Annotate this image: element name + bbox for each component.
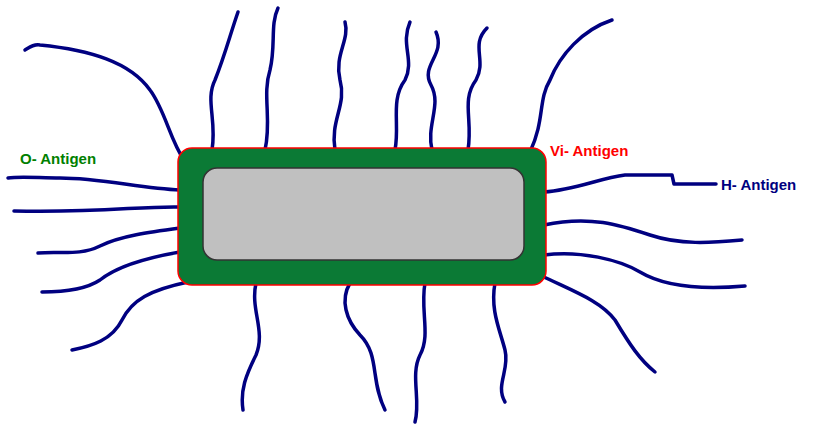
flagellum	[265, 8, 278, 150]
flagellum	[8, 177, 180, 190]
flagellum	[415, 283, 425, 422]
flagellum	[38, 228, 180, 253]
cytoplasm	[203, 168, 524, 260]
flagellum	[72, 282, 188, 350]
flagellum	[242, 283, 259, 410]
flagellum	[468, 28, 487, 150]
flagellum	[25, 45, 184, 160]
flagellum	[544, 254, 745, 288]
flagellum	[345, 283, 385, 410]
flagellum	[395, 22, 410, 150]
flagellum	[530, 20, 612, 152]
antigen-label: H- Antigen	[721, 176, 796, 194]
flagellum	[540, 275, 655, 372]
flagellum	[544, 221, 742, 243]
antigen-label: O- Antigen	[20, 150, 96, 168]
flagellum	[42, 252, 180, 292]
flagellum	[334, 22, 346, 150]
flagellum	[14, 207, 180, 211]
flagellum	[544, 175, 716, 192]
flagellum	[211, 12, 238, 150]
flagellum	[494, 283, 506, 402]
cell-wall	[178, 148, 546, 285]
flagellum	[428, 32, 438, 150]
antigen-label: Vi- Antigen	[550, 142, 628, 160]
